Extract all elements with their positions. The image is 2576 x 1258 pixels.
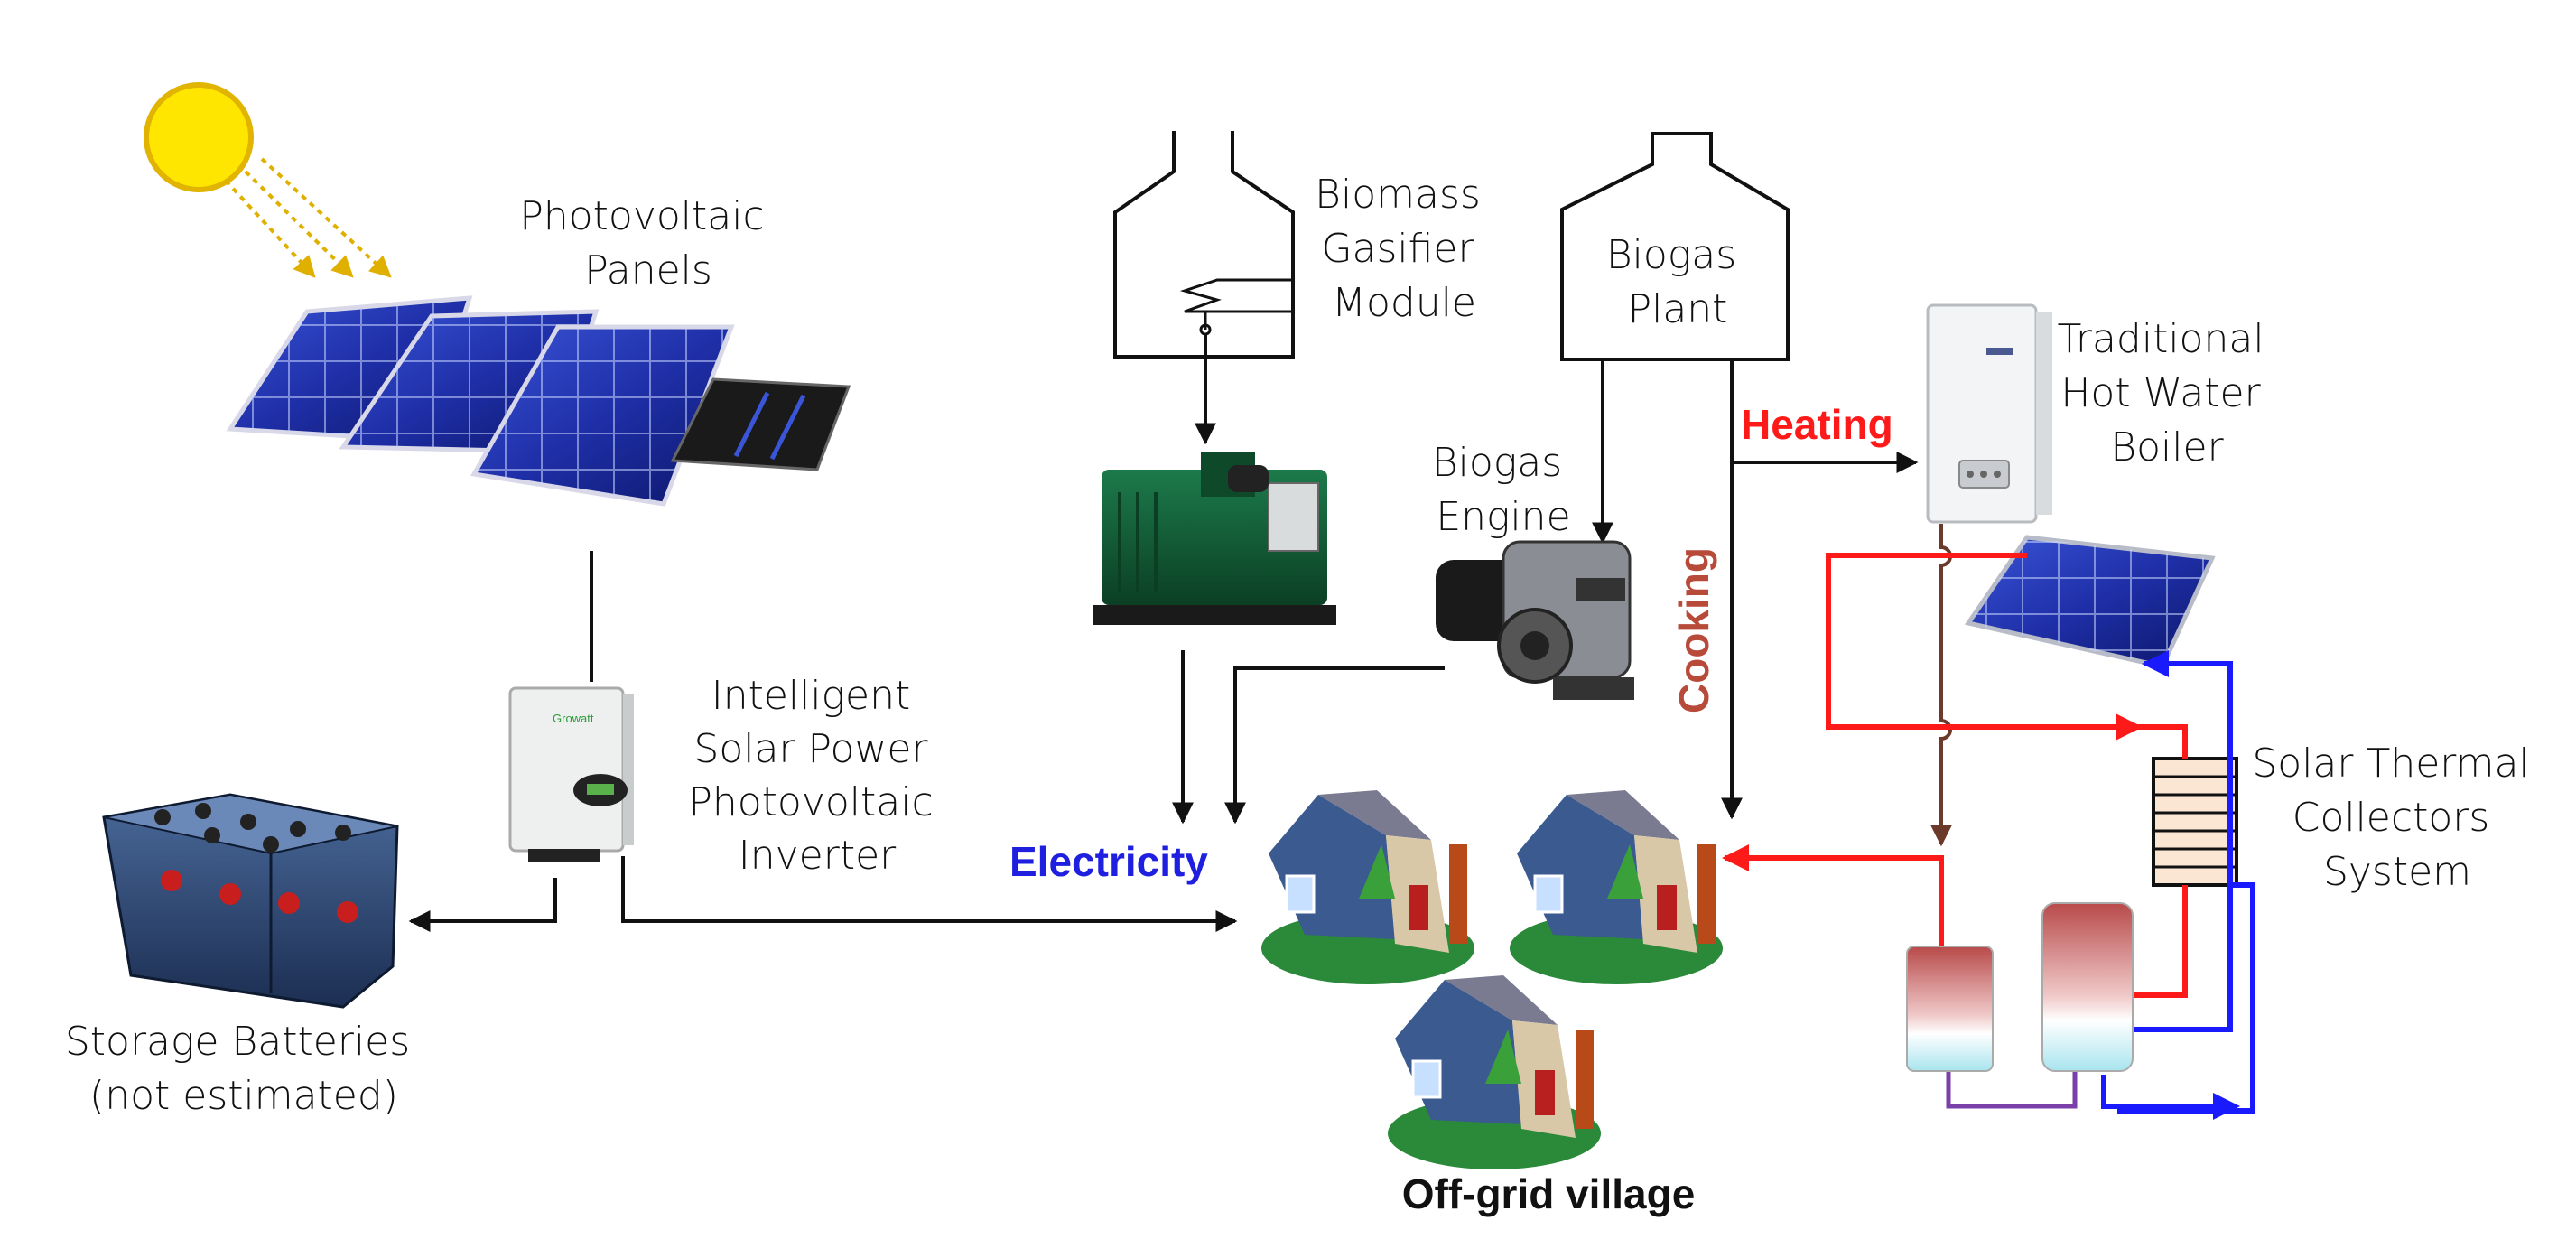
storage-tank-icon (1906, 946, 1994, 1072)
cold-outlet-pipe (2117, 882, 2255, 1114)
cooking-label: Cooking (1670, 547, 1717, 713)
solar-thermal-label: Solar Thermal Collectors System (2252, 741, 2542, 895)
pv-panels-label-line1: Photovoltaic (519, 193, 764, 239)
engine-icon (1436, 540, 1634, 700)
biogas-engine-label: Biogas Engine (1432, 440, 1575, 540)
boiler-label-line1: Traditional (2057, 316, 2264, 362)
pv-panels-label-line2: Panels (584, 247, 712, 294)
solar-panel-icon (226, 295, 851, 507)
batteries-label: Storage Batteries (not estimated) (65, 1019, 423, 1119)
gasifier-label-line1: Biomass (1315, 172, 1481, 218)
solar-thermal-label-line2: Collectors (2292, 795, 2490, 841)
electricity-label: Electricity (1009, 838, 1208, 885)
heating-label: Heating (1741, 401, 1893, 448)
inverter-brand-text: Growatt (553, 712, 594, 725)
biogas-plant-outline (1560, 132, 1790, 361)
biogas-plant-label-line1: Biogas (1606, 232, 1736, 278)
village-label: Off-grid village (1402, 1170, 1696, 1217)
inverter-to-village-arrow (621, 856, 1238, 932)
hot-water-to-village-arrow (1722, 844, 1944, 953)
solar-thermal-collector-icon (1964, 535, 2216, 669)
pv-panels-label: Photovoltaic Panels (519, 193, 777, 294)
inverter-label-line4: Inverter (739, 833, 897, 879)
inverter-label-line3: Photovoltaic (688, 779, 933, 825)
house-icon (1510, 790, 1723, 984)
house-icon (1261, 790, 1474, 984)
inverter-icon: Growatt (508, 686, 634, 862)
cold-supply-pipe (2133, 650, 2233, 1032)
gasifier-label-line2: Gasifier (1321, 226, 1474, 272)
house-icon (1388, 975, 1601, 1169)
gasifier-label-line3: Module (1332, 280, 1476, 326)
boiler-label-line2: Hot Water (2060, 370, 2261, 416)
storage-tank-icon (2041, 902, 2134, 1072)
inverter-label-line2: Solar Power (693, 726, 928, 772)
biogas-engine-label-line1: Biogas (1432, 440, 1562, 486)
inverter-label: Intelligent Solar Power Photovoltaic Inv… (688, 673, 945, 879)
tank-connection-pipe (1946, 1070, 2078, 1109)
inverter-label-line1: Intelligent (711, 673, 910, 719)
hot-loop-pipe (1826, 553, 2143, 741)
boiler-feed-line (1930, 524, 1952, 847)
biogas-engine-label-line2: Engine (1436, 494, 1570, 540)
gasifier-label: Biomass Gasifier Module (1315, 172, 1493, 326)
sun-icon (144, 82, 392, 278)
batteries-label-line2: (not estimated) (89, 1073, 398, 1119)
engine-to-village-arrow (1224, 666, 1445, 825)
biogas-plant-label: Biogas Plant (1606, 232, 1749, 332)
boiler-label-line3: Boiler (2110, 424, 2224, 471)
generator-icon (1093, 452, 1336, 625)
inverter-to-battery-arrow (408, 878, 557, 932)
cold-inlet-pipe (2101, 1075, 2240, 1120)
solar-thermal-label-line3: System (2323, 849, 2471, 895)
heat-exchanger-icon (2152, 757, 2238, 887)
boiler-label: Traditional Hot Water Boiler (2057, 316, 2276, 471)
gasifier-coil (1179, 278, 1293, 313)
solar-thermal-label-line1: Solar Thermal (2252, 741, 2529, 787)
hot-return-pipe (2140, 724, 2188, 759)
exchanger-to-tank-hot-pipe (2133, 885, 2188, 998)
batteries-label-line1: Storage Batteries (65, 1019, 410, 1065)
battery-bank-icon (102, 793, 399, 1009)
boiler-icon (1926, 303, 2052, 524)
biogas-plant-label-line2: Plant (1628, 286, 1728, 332)
